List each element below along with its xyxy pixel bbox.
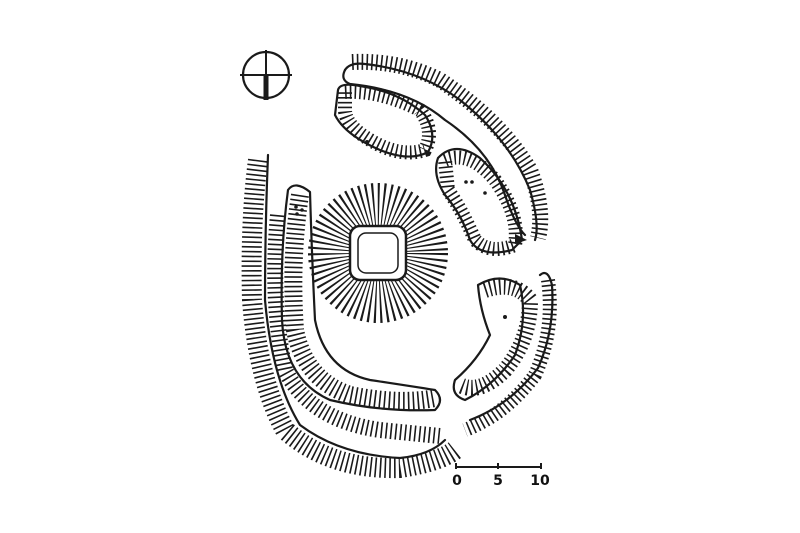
find-spots bbox=[294, 140, 507, 319]
scale-label-0: 0 bbox=[452, 473, 462, 489]
north-arrow-icon bbox=[240, 50, 292, 100]
south-east-bank bbox=[452, 271, 557, 437]
central-mound bbox=[308, 183, 448, 323]
north-enclosure bbox=[333, 83, 436, 160]
outer-west-bank bbox=[241, 153, 462, 479]
middle-bank bbox=[267, 214, 441, 444]
scale-label-5: 5 bbox=[493, 473, 503, 489]
scale-label-10: 10 bbox=[530, 473, 550, 489]
gap-marker bbox=[515, 234, 527, 244]
inner-bank bbox=[280, 184, 442, 412]
scale-bar: 0 5 10 bbox=[452, 463, 550, 489]
east-enclosure bbox=[435, 147, 527, 256]
